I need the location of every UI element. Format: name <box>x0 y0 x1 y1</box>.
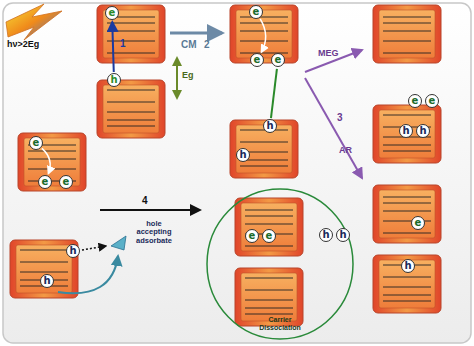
electron-label: e <box>42 177 49 187</box>
hole-label: h <box>322 230 329 240</box>
electron-circle: e <box>250 53 264 67</box>
electron-circle: e <box>408 94 422 108</box>
electron-circle: e <box>262 229 276 243</box>
hole-circle: h <box>399 124 413 138</box>
callout-label: 1 <box>120 38 126 49</box>
electron-circle: e <box>105 6 119 20</box>
electron-label: e <box>429 96 436 106</box>
electron-circle: e <box>59 175 73 189</box>
electron-circle: e <box>425 94 439 108</box>
region-label: Carrier Dissociation <box>254 316 306 331</box>
callout-label: AR <box>339 146 352 156</box>
callout-label: 3 <box>337 112 343 123</box>
hole-circle: h <box>236 148 250 162</box>
hole-label: h <box>110 75 117 85</box>
hole-label: h <box>402 126 409 136</box>
hole-circle: h <box>263 119 277 133</box>
electron-label: e <box>63 177 70 187</box>
electron-circle: e <box>38 175 52 189</box>
electron-label: e <box>33 138 40 148</box>
hole-label: h <box>419 126 426 136</box>
hole-circle: h <box>319 228 333 242</box>
callout-label: 2 <box>204 39 210 50</box>
callout-label: CM <box>181 39 197 50</box>
hole-circle: h <box>107 73 121 87</box>
transition-arrow <box>260 19 265 52</box>
electron-label: e <box>109 8 116 18</box>
hole-circle: h <box>66 244 80 258</box>
electron-label: e <box>412 96 419 106</box>
electron-label: e <box>275 55 282 65</box>
transition-arrow <box>271 69 277 118</box>
electron-label: e <box>254 55 261 65</box>
electron-label: e <box>266 231 273 241</box>
hole-label: h <box>43 276 50 286</box>
hole-label: h <box>69 246 76 256</box>
hole-circle: h <box>40 274 54 288</box>
electron-circle: e <box>245 229 259 243</box>
electron-label: e <box>249 231 256 241</box>
electron-circle: e <box>271 53 285 67</box>
transition-arrow <box>42 148 50 173</box>
hole-label: h <box>404 261 411 271</box>
hole-label: h <box>239 150 246 160</box>
hole-label: h <box>339 230 346 240</box>
electron-label: e <box>415 218 422 228</box>
electron-label: e <box>253 7 260 17</box>
hole-circle: h <box>416 124 430 138</box>
callout-label: hν>2Eg <box>7 40 39 50</box>
callout-label: MEG <box>318 49 339 59</box>
hole-circle: h <box>401 259 415 273</box>
hole-label: h <box>266 121 273 131</box>
electron-circle: e <box>29 136 43 150</box>
callout-label: Eg <box>182 71 194 81</box>
electron-circle: e <box>249 5 263 19</box>
callout-label: 4 <box>142 195 148 206</box>
dissociation-region: Carrier Dissociation ee hh <box>207 189 353 339</box>
hole-circle: h <box>336 228 350 242</box>
electron-circle: e <box>411 216 425 230</box>
transition-arrow <box>112 22 113 72</box>
annotation-text: hole accepting adsorbate <box>128 220 180 245</box>
